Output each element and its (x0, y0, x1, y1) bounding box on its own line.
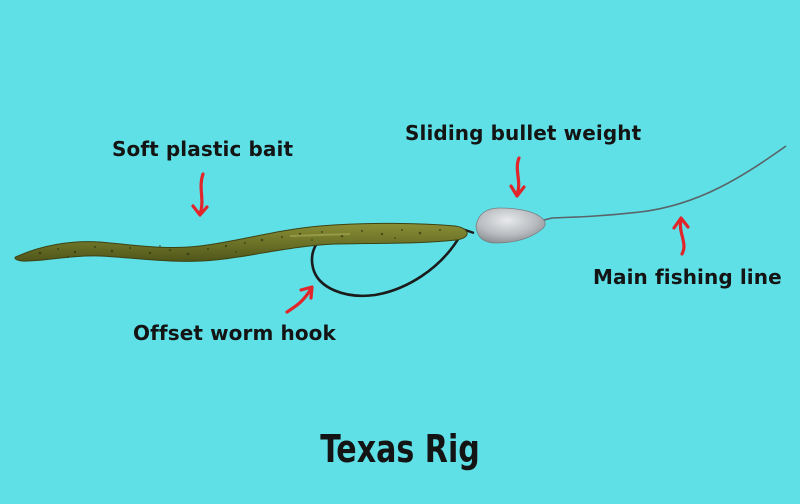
main-fishing-line (539, 145, 787, 222)
worm-highlight (289, 233, 351, 237)
arrow-bait (191, 172, 209, 217)
arrows (191, 156, 690, 314)
label-offset-worm-hook: Offset worm hook (133, 321, 336, 345)
arrow-line (672, 216, 690, 256)
arrow-hook (285, 285, 314, 314)
label-main-fishing-line: Main fishing line (593, 265, 782, 289)
label-soft-plastic-bait: Soft plastic bait (112, 137, 294, 161)
offset-worm-hook (310, 234, 462, 298)
worm-speckles (38, 229, 441, 258)
label-sliding-bullet-weight: Sliding bullet weight (405, 121, 642, 145)
sliding-bullet-weight (475, 207, 546, 244)
arrow-weight (509, 156, 526, 198)
soft-plastic-worm (14, 222, 468, 262)
diagram-title: Texas Rig (320, 427, 480, 471)
